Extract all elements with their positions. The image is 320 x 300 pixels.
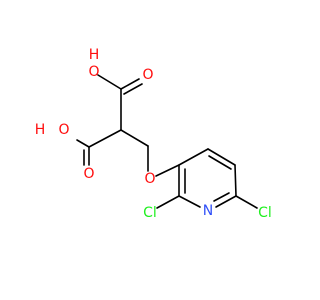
atom-n-ring: N	[203, 203, 213, 219]
bond-ring-c4-c5	[207, 148, 236, 166]
bond-c3-o-hydroxyl-left	[76, 139, 90, 148]
bond-o-ether-ring	[155, 164, 180, 177]
bond-c1-o-hydroxyl-top	[97, 74, 122, 90]
atom-o-ether: O	[144, 171, 155, 187]
bond-c6-cl-right	[235, 195, 258, 209]
bond-ring-c5-c6	[234, 164, 237, 197]
atom-h-hydroxyl-left: H	[35, 122, 46, 138]
bond-c2-ch2	[120, 129, 149, 147]
bond-c1-o-carbonyl-top-double	[123, 83, 143, 95]
atom-o-hydroxyl-left: O	[58, 122, 69, 138]
bond-c2-c3	[88, 129, 122, 148]
bonds	[76, 74, 258, 209]
atom-labels: O H O H O O O N Cl Cl	[35, 47, 272, 221]
bond-ring-n-c2	[178, 195, 201, 208]
bond-ring-c6-n	[215, 195, 237, 208]
atom-o-carbonyl-left: O	[83, 166, 94, 182]
atom-cl-right: Cl	[258, 205, 272, 221]
bond-c2-cl-left	[156, 195, 180, 209]
atom-h-hydroxyl-top: H	[89, 47, 100, 63]
atom-o-carbonyl-top: O	[142, 67, 153, 83]
bond-ring-c6-n-double	[213, 192, 230, 202]
atom-cl-left: Cl	[143, 205, 157, 221]
bond-ring-c4-c5-double	[208, 155, 232, 170]
bond-ring-c3-c4	[178, 148, 209, 166]
chemical-structure: O H O H O O O N Cl Cl	[35, 47, 272, 221]
atom-o-hydroxyl-top: O	[88, 64, 99, 80]
bond-c1-o-carbonyl-top	[120, 78, 140, 90]
